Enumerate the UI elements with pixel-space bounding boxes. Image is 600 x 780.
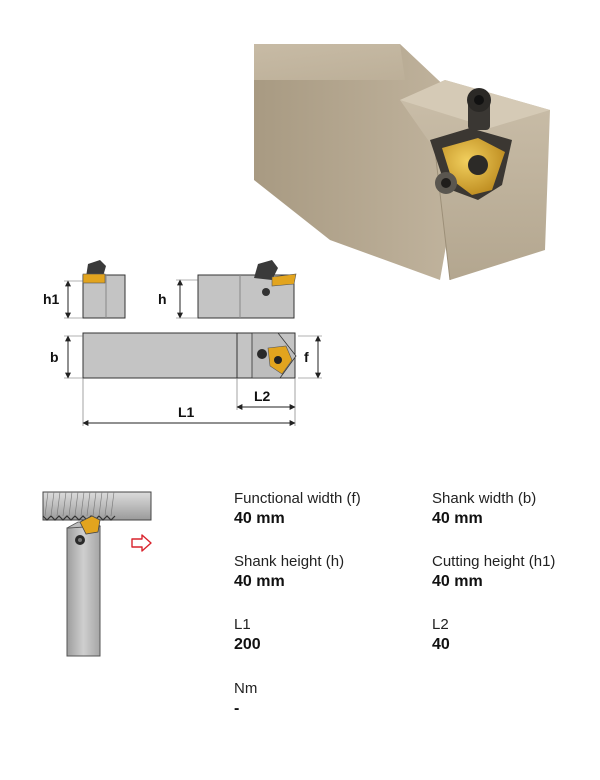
- top-view: [64, 332, 322, 379]
- spec-label-nm: Nm: [234, 680, 258, 697]
- label-b: b: [50, 349, 59, 365]
- arrow-right-outline-icon: [131, 534, 152, 552]
- spec-label-l1: L1: [234, 616, 251, 633]
- end-view: [64, 260, 126, 319]
- spec-value-nm: -: [234, 700, 240, 717]
- label-h1: h1: [43, 291, 60, 307]
- product-photo: [254, 44, 550, 281]
- spec-label-functional-width: Functional width (f): [234, 490, 361, 507]
- spec-label-shank-width: Shank width (b): [432, 490, 537, 507]
- label-f: f: [304, 349, 309, 365]
- dimension-drawing: h1 h b f L2 L1: [43, 260, 322, 426]
- label-l2: L2: [254, 388, 271, 404]
- application-illustration: [42, 491, 152, 657]
- spec-value-shank-height: 40 mm: [234, 573, 285, 590]
- label-l1: L1: [178, 404, 195, 420]
- spec-value-l2: 40: [432, 636, 450, 653]
- spec-value-cutting-height: 40 mm: [432, 573, 483, 590]
- label-h: h: [158, 291, 167, 307]
- spec-label-cutting-height: Cutting height (h1): [432, 553, 556, 570]
- spec-value-shank-width: 40 mm: [432, 510, 483, 527]
- spec-label-shank-height: Shank height (h): [234, 553, 345, 570]
- side-view: [176, 260, 297, 319]
- spec-label-l2: L2: [432, 616, 449, 633]
- spec-value-functional-width: 40 mm: [234, 510, 285, 527]
- spec-value-l1: 200: [234, 636, 261, 653]
